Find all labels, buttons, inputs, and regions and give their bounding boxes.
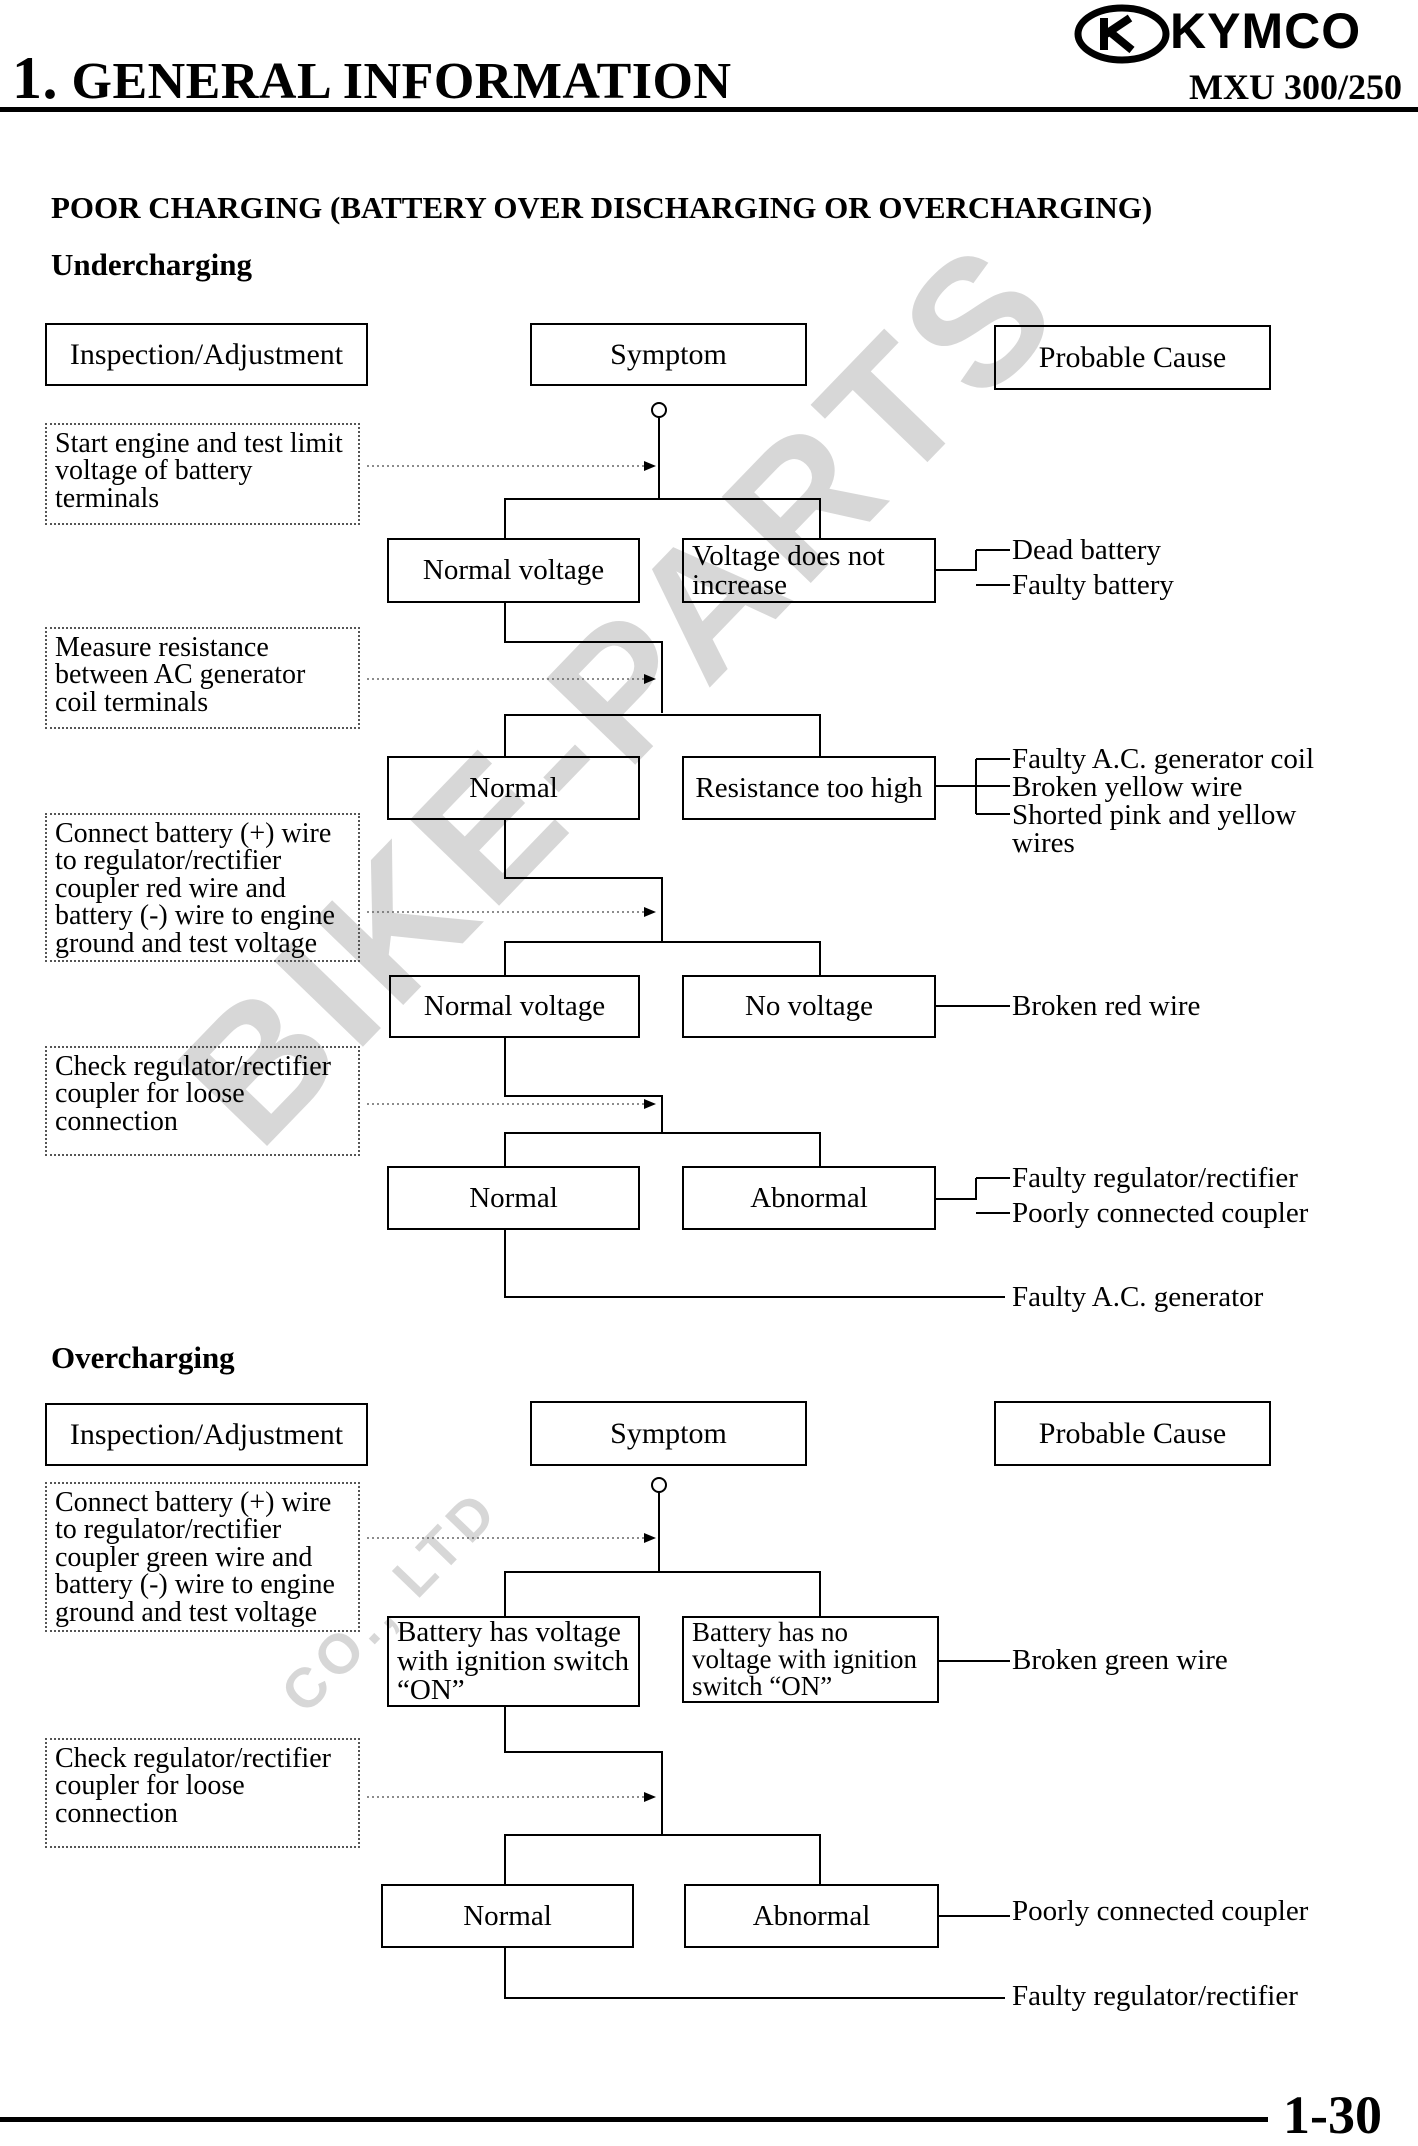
- probable-cause: Faulty regulator/rectifier: [1012, 1162, 1298, 1194]
- chapter-title: GENERAL INFORMATION: [71, 53, 732, 110]
- symptom-box: Abnormal: [682, 1166, 936, 1230]
- symptom-box: Battery has voltage with ignition switch…: [387, 1616, 640, 1707]
- inspection-step: Connect battery (+) wire to regulator/re…: [45, 813, 360, 962]
- probable-cause: Broken red wire: [1012, 990, 1201, 1022]
- kymco-emblem-icon: [1074, 4, 1170, 64]
- symptom-box: Normal: [387, 1166, 640, 1230]
- undercharging-title: Undercharging: [51, 247, 252, 282]
- inspection-column-header: Inspection/Adjustment: [45, 323, 368, 386]
- kymco-logo: KYMCO: [1074, 2, 1418, 66]
- symptom-box: Normal: [381, 1884, 634, 1948]
- probable-cause: Faulty A.C. generator coil: [1012, 743, 1315, 775]
- symptom-box: Normal: [387, 756, 640, 820]
- probable-cause: Poorly connected coupler: [1012, 1197, 1309, 1229]
- probable-cause: Faulty regulator/rectifier: [1012, 1980, 1298, 2012]
- symptom-box: Normal voltage: [387, 538, 640, 603]
- probable-cause: Broken green wire: [1012, 1644, 1228, 1676]
- probable-cause: Broken yellow wire: [1012, 771, 1243, 803]
- header-rule: [0, 107, 1418, 112]
- page-number: 1-30: [1283, 2085, 1382, 2145]
- symptom-box: Battery has no voltage with ignition swi…: [682, 1616, 939, 1703]
- symptom-column-header: Symptom: [530, 323, 807, 386]
- footer-rule: [0, 2117, 1268, 2122]
- probable-cause: Poorly connected coupler: [1012, 1895, 1309, 1927]
- page-title: POOR CHARGING (BATTERY OVER DISCHARGING …: [51, 190, 1153, 225]
- inspection-column-header: Inspection/Adjustment: [45, 1403, 368, 1466]
- inspection-step: Check regulator/rectifier coupler for lo…: [45, 1738, 360, 1848]
- chapter-heading: 1. GENERAL INFORMATION: [12, 44, 732, 113]
- symptom-box: Abnormal: [684, 1884, 939, 1948]
- symptom-column-header: Symptom: [530, 1401, 807, 1466]
- model-number: MXU 300/250: [1189, 67, 1402, 107]
- overcharging-title: Overcharging: [51, 1340, 235, 1375]
- cause-column-header: Probable Cause: [994, 1401, 1271, 1466]
- inspection-step: Measure resistance between AC generator …: [45, 627, 360, 729]
- probable-cause: Faulty A.C. generator: [1012, 1281, 1264, 1313]
- inspection-step: Start engine and test limit voltage of b…: [45, 423, 360, 525]
- inspection-step: Check regulator/rectifier coupler for lo…: [45, 1046, 360, 1156]
- probable-cause: Shorted pink and yellow wires: [1012, 799, 1297, 860]
- inspection-step: Connect battery (+) wire to regulator/re…: [45, 1482, 360, 1632]
- cause-column-header: Probable Cause: [994, 325, 1271, 390]
- symptom-box: No voltage: [682, 975, 936, 1038]
- symptom-box: Voltage does not increase: [682, 538, 936, 603]
- symptom-box: Resistance too high: [682, 756, 936, 820]
- probable-cause: Dead battery: [1012, 534, 1161, 566]
- brand-name: KYMCO: [1170, 3, 1362, 59]
- probable-cause: Faulty battery: [1012, 569, 1174, 601]
- symptom-box: Normal voltage: [389, 975, 640, 1038]
- chapter-number: 1.: [12, 45, 58, 111]
